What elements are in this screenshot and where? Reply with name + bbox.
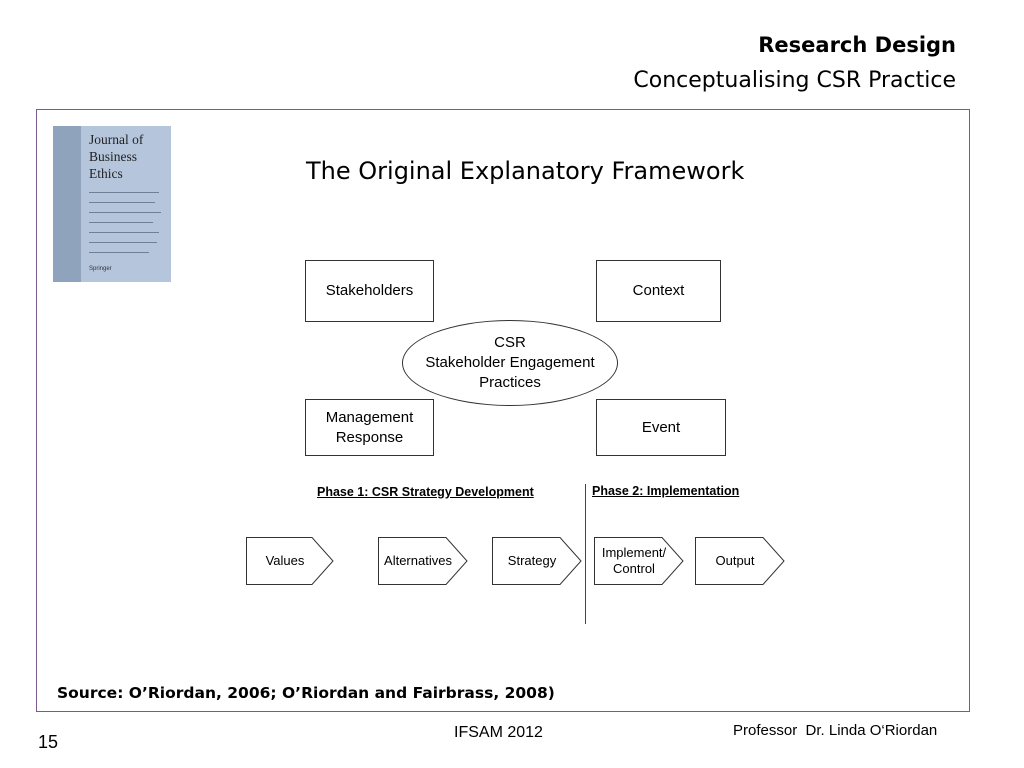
phase-divider bbox=[585, 484, 586, 624]
journal-spine bbox=[53, 126, 81, 282]
csr-label: Stakeholder Engagement bbox=[425, 354, 595, 371]
chevron-shape bbox=[378, 537, 468, 585]
stakeholders-box: Stakeholders bbox=[305, 260, 434, 322]
step-label: Strategy bbox=[507, 553, 557, 568]
event-box: Event bbox=[596, 399, 726, 456]
journal-title-line: Ethics bbox=[89, 166, 123, 181]
csr-ellipse: CSR Stakeholder Engagement Practices bbox=[402, 320, 618, 406]
journal-contents-line bbox=[89, 212, 161, 213]
journal-title-line: Business bbox=[89, 149, 138, 164]
chevron-shape bbox=[246, 537, 334, 585]
context-label: Context bbox=[632, 282, 685, 299]
phase1-label: Phase 1: CSR Strategy Development bbox=[317, 485, 534, 499]
footer-author: Professor Dr. Linda O‘Riordan bbox=[733, 722, 938, 739]
step-alternatives: Alternatives bbox=[378, 537, 468, 585]
footer-conference: IFSAM 2012 bbox=[454, 724, 543, 741]
stakeholders-label: Stakeholders bbox=[325, 282, 414, 299]
journal-contents-line bbox=[89, 252, 149, 253]
chevron-shape bbox=[492, 537, 582, 585]
step-label: Alternatives bbox=[384, 553, 452, 568]
slide-subtitle: Conceptualising CSR Practice bbox=[633, 68, 956, 93]
journal-contents-line bbox=[89, 232, 159, 233]
journal-contents-line bbox=[89, 222, 153, 223]
slide-number: 15 bbox=[38, 732, 59, 752]
management-response-box: Management Response bbox=[305, 399, 434, 456]
source-citation: Source: O’Riordan, 2006; O’Riordan and F… bbox=[57, 684, 555, 702]
slide-title: Research Design bbox=[758, 33, 956, 57]
journal-title-line: Journal of bbox=[89, 132, 144, 147]
step-implement-control: Implement/ Control bbox=[594, 537, 684, 585]
event-label: Event bbox=[641, 418, 681, 436]
phase2-label: Phase 2: Implementation bbox=[592, 484, 740, 498]
chevron-shape bbox=[594, 537, 684, 585]
journal-title: Journal of Business Ethics bbox=[89, 131, 143, 182]
csr-label: CSR bbox=[494, 334, 526, 351]
journal-contents-line bbox=[89, 192, 159, 193]
context-box: Context bbox=[596, 260, 721, 322]
journal-cover-image: Journal of Business Ethics Springer bbox=[53, 126, 171, 282]
content-frame bbox=[36, 109, 970, 712]
step-strategy: Strategy bbox=[492, 537, 582, 585]
framework-title: The Original Explanatory Framework bbox=[306, 157, 745, 185]
chevron-shape bbox=[695, 537, 785, 585]
management-response-label: Response bbox=[335, 428, 404, 446]
journal-contents-line bbox=[89, 242, 157, 243]
step-values: Values bbox=[246, 537, 334, 585]
step-label: Output bbox=[715, 553, 755, 568]
journal-publisher: Springer bbox=[89, 266, 112, 272]
journal-contents-line bbox=[89, 202, 155, 203]
step-label: Values bbox=[265, 553, 305, 568]
management-response-label: Management bbox=[325, 408, 414, 426]
step-output: Output bbox=[695, 537, 785, 585]
csr-label: Practices bbox=[479, 374, 541, 391]
step-label: Implement/ Control bbox=[601, 545, 667, 576]
